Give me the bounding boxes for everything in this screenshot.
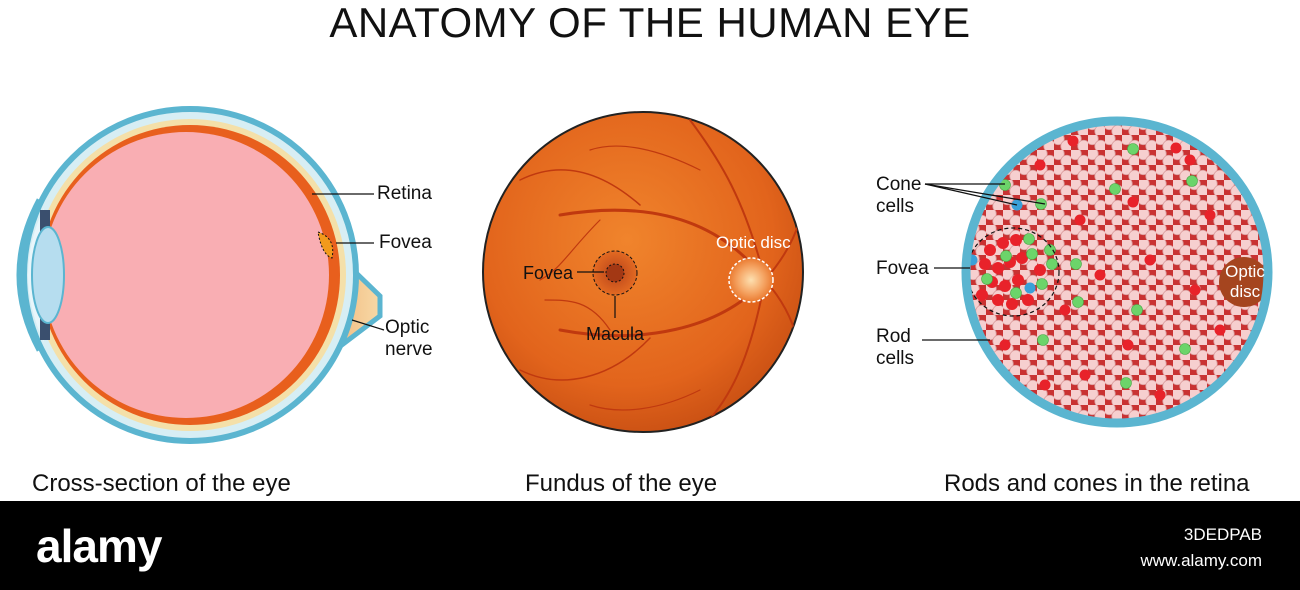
label-fundus-optic-disc: Optic disc (716, 233, 791, 252)
caption-cross-section: Cross-section of the eye (32, 470, 291, 497)
cone-cells (966, 135, 1251, 401)
label-retina: Retina (377, 183, 432, 204)
lens (31, 226, 65, 324)
label-rod-cells: Rod cells (876, 326, 915, 369)
cornea (16, 198, 44, 352)
watermark-bar: alamy 3DEDPAB www.alamy.com (0, 501, 1300, 590)
caption-rods-cones: Rods and cones in the retina (944, 470, 1250, 497)
label-retina-fovea: Fovea (876, 258, 929, 279)
label-macula: Macula (586, 324, 645, 344)
retina-optic-disc (1219, 257, 1269, 307)
fovea-spot (605, 263, 625, 283)
site-url: www.alamy.com (1140, 551, 1262, 570)
caption-fundus: Fundus of the eye (525, 470, 718, 497)
page-title: ANATOMY OF THE HUMAN EYE (329, 0, 971, 46)
retina-border (961, 116, 1273, 428)
cone-pointer-2 (924, 183, 1046, 205)
vitreous-body (43, 132, 329, 418)
label-fovea: Fovea (379, 232, 432, 253)
label-fundus-fovea: Fovea (523, 263, 574, 283)
label-cone-cells: Cone cells (876, 174, 922, 217)
fovea-marker (317, 231, 334, 259)
diagram-canvas (16, 106, 1273, 444)
eye-cross-section (16, 106, 385, 444)
optic-disc (728, 257, 774, 303)
label-retina-optic-disc: Optic disc (1225, 262, 1265, 301)
optic-nerve-pointer (351, 319, 385, 331)
label-optic-nerve: Optic nerve (385, 317, 433, 360)
image-id: 3DEDPAB (1183, 525, 1262, 544)
rod-mosaic (966, 121, 1268, 423)
cone-pointer-3 (924, 183, 1018, 206)
fundus-disc (482, 111, 804, 433)
rods-cones-mosaic (922, 116, 1273, 428)
brand-logo: alamy (36, 520, 162, 572)
